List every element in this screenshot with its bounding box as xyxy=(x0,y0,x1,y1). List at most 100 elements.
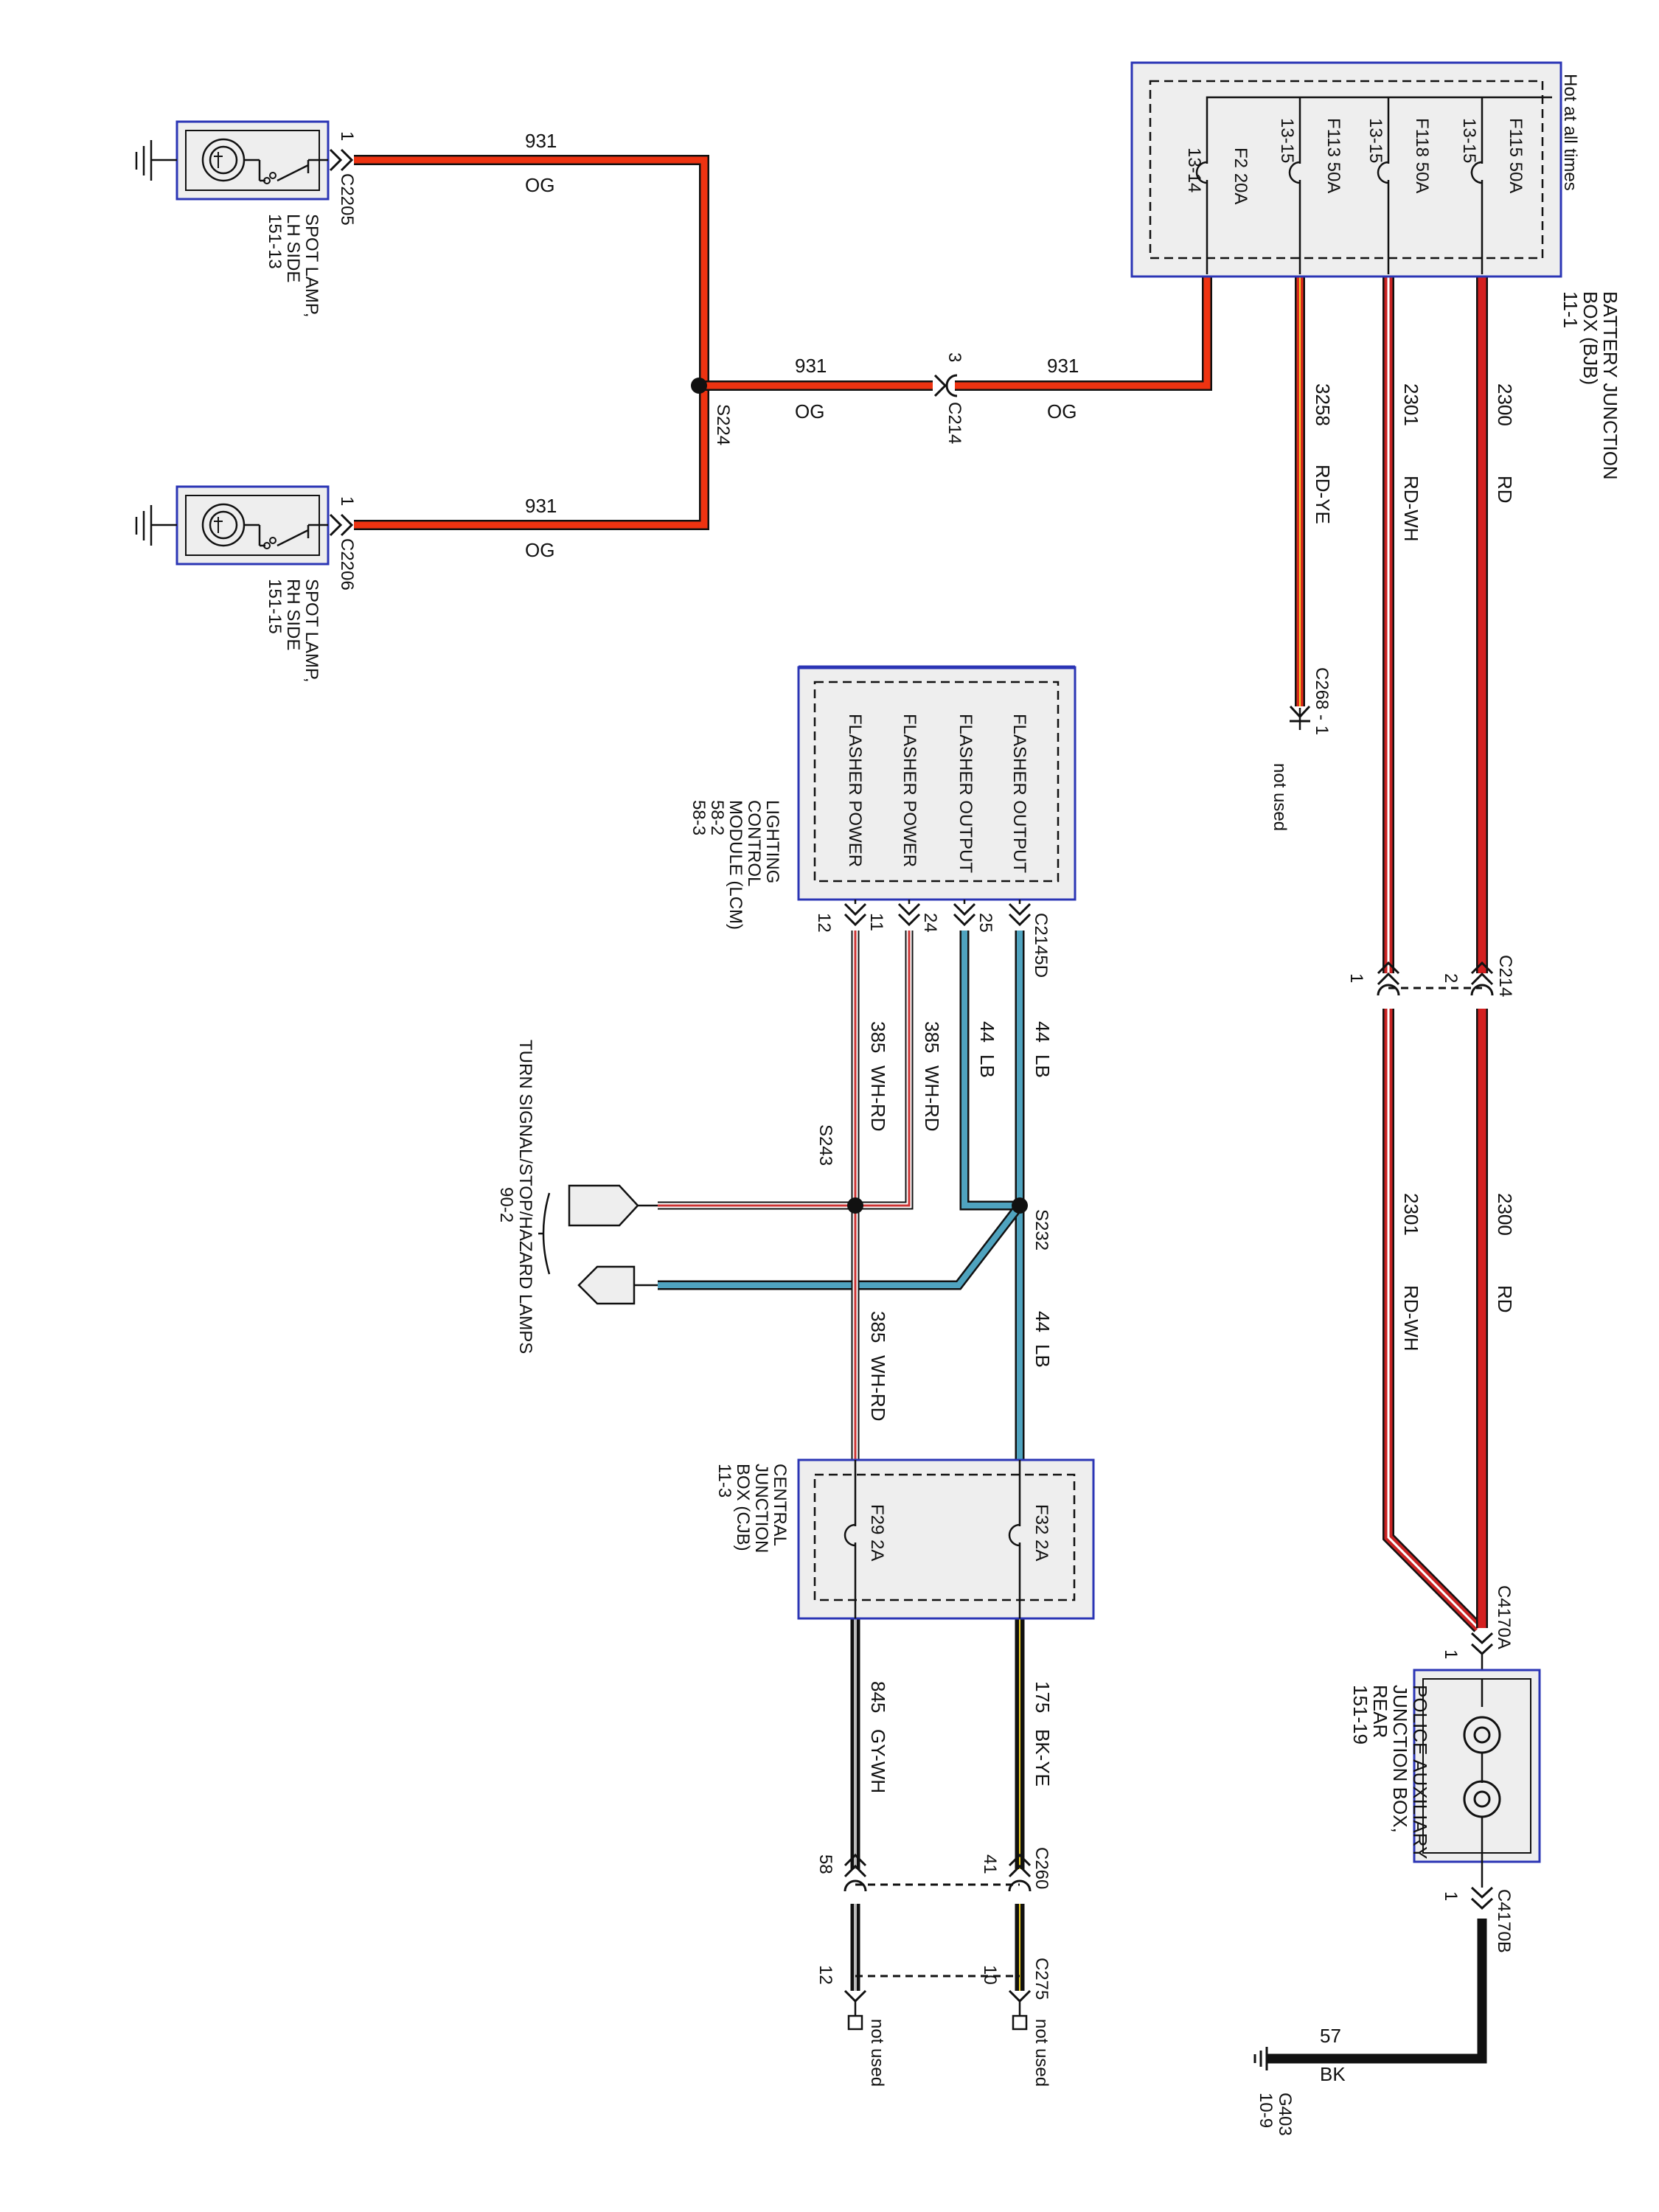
svg-text:REAR: REAR xyxy=(1369,1685,1391,1738)
bjb-fuse-f118-label: F118 50A xyxy=(1412,118,1432,193)
svg-text:BOX (CJB): BOX (CJB) xyxy=(733,1464,753,1551)
splice-s243 xyxy=(847,1197,863,1214)
c268-note: not used xyxy=(1270,763,1290,831)
wire-931-rh xyxy=(354,386,709,530)
svg-text:175: 175 xyxy=(1032,1681,1054,1713)
spot-lamp-lh-label: SPOT LAMP, LH SIDE 151-13 xyxy=(265,214,321,318)
svg-text:LB: LB xyxy=(1032,1054,1054,1078)
svg-text:44: 44 xyxy=(1032,1021,1054,1043)
lcm-pin-func-2: FLASHER OUTPUT xyxy=(956,714,975,873)
svg-text:2301: 2301 xyxy=(1400,1193,1422,1236)
cjb-fuse-f32-label: F32 2A xyxy=(1032,1504,1051,1561)
wire-931-right-color: OG xyxy=(1047,400,1077,422)
lcm-pin-func-3: FLASHER POWER xyxy=(900,714,919,867)
pajb-label: POLICE AUXILIARY JUNCTION BOX, REAR 151-… xyxy=(1349,1685,1431,1860)
wire-44-lower-label: 44 LB xyxy=(1032,1311,1054,1368)
wire-57 xyxy=(1267,1919,1487,2064)
wire-845-label: 845 GY-WH xyxy=(867,1681,889,1793)
police-auxiliary-junction-box xyxy=(1413,1669,1541,1863)
wire-931-left-circuit: 931 xyxy=(795,355,827,377)
wire-931-rh-circuit: 931 xyxy=(525,495,557,517)
svg-text:845: 845 xyxy=(867,1681,889,1713)
svg-text:TURN SIGNAL/STOP/HAZARD LAMPS: TURN SIGNAL/STOP/HAZARD LAMPS xyxy=(515,1040,535,1354)
svg-text:151-15: 151-15 xyxy=(265,579,285,634)
lighting-control-module xyxy=(797,665,1077,901)
bjb-fuse-f113-label: F113 50A xyxy=(1324,118,1343,193)
c268-connector xyxy=(1289,705,1311,730)
svg-text:RD: RD xyxy=(1494,476,1516,504)
c275-pin-12: 12 xyxy=(815,1965,835,1985)
svg-text:BOX (BJB): BOX (BJB) xyxy=(1579,291,1601,385)
svg-text:151-19: 151-19 xyxy=(1349,1685,1371,1745)
c260-label: C260 xyxy=(1032,1847,1051,1889)
turn-lamp-connector-2 xyxy=(577,1265,658,1305)
ground-icon xyxy=(1253,2047,1268,2070)
bjb-fuse-f2 xyxy=(1195,161,1218,184)
bjb-fuse-f115-ref: 13-15 xyxy=(1459,118,1479,163)
wire-3258-label: 3258 RD-YE xyxy=(1312,383,1334,524)
c4170b-pin: 1 xyxy=(1441,1891,1461,1901)
c214-inline-label: C214 xyxy=(945,402,964,444)
cjb-fuse-f29-label: F29 2A xyxy=(867,1504,887,1561)
splice-s243-label: S243 xyxy=(815,1124,835,1166)
bjb-fuse-f2-label: F2 20A xyxy=(1231,147,1251,204)
svg-text:WH-RD: WH-RD xyxy=(921,1065,943,1132)
wire-175-label: 175 BK-YE xyxy=(1032,1681,1054,1787)
c4170b-connector xyxy=(1470,1862,1494,1910)
svg-text:BATTERY JUNCTION: BATTERY JUNCTION xyxy=(1599,291,1621,480)
wire-2301 xyxy=(1382,274,1483,1632)
svg-text:JUNCTION BOX,: JUNCTION BOX, xyxy=(1389,1685,1411,1833)
svg-text:11-3: 11-3 xyxy=(714,1464,734,1498)
svg-text:RD: RD xyxy=(1494,1285,1516,1313)
svg-text:385: 385 xyxy=(867,1021,889,1053)
c2205-pin: 1 xyxy=(337,131,357,141)
wire-44-b-label: 44 LB xyxy=(976,1021,998,1078)
svg-text:2301: 2301 xyxy=(1400,383,1422,426)
ground-circuit: 57 xyxy=(1320,2025,1341,2047)
bjb-fuse-f118-ref: 13-15 xyxy=(1366,118,1385,163)
c214-lower-pin-2: 2 xyxy=(1441,973,1461,983)
c2145d-pin-12: 12 xyxy=(814,913,834,933)
lcm-label: LIGHTING CONTROL MODULE (LCM) 58-2 58-3 xyxy=(689,800,782,930)
splice-s224 xyxy=(691,378,707,394)
c2206-pin: 1 xyxy=(337,496,357,506)
c2206-label: C2206 xyxy=(337,538,357,591)
bjb-label: BATTERY JUNCTION BOX (BJB) 11-1 xyxy=(1559,291,1621,480)
svg-text:JUNCTION: JUNCTION xyxy=(751,1464,771,1553)
svg-text:10-9: 10-9 xyxy=(1256,2093,1276,2128)
wire-931-lh-color: OG xyxy=(525,174,554,196)
bjb-fuse-f2-ref: 13-14 xyxy=(1184,147,1204,192)
wire-2301-lower-label: 2301 RD-WH xyxy=(1400,1193,1422,1352)
svg-text:LIGHTING: LIGHTING xyxy=(762,800,782,883)
c2145d-pin-25: 25 xyxy=(975,913,995,933)
lcm-pin-func-1: FLASHER OUTPUT xyxy=(1009,714,1029,873)
svg-text:RD-YE: RD-YE xyxy=(1312,465,1334,524)
c4170a-pin: 1 xyxy=(1441,1649,1461,1659)
splice-s232-label: S232 xyxy=(1032,1209,1051,1251)
svg-text:385: 385 xyxy=(921,1021,943,1053)
wire-931-left-color: OG xyxy=(795,400,824,422)
c275-label: C275 xyxy=(1032,1958,1051,2000)
svg-text:WH-RD: WH-RD xyxy=(867,1065,889,1132)
svg-text:SPOT LAMP,: SPOT LAMP, xyxy=(302,579,321,683)
c214-inline-pin: 3 xyxy=(945,352,964,362)
wire-2300-label: 2300 RD xyxy=(1494,383,1516,504)
bjb-fuse-f113-ref: 13-15 xyxy=(1277,118,1297,163)
c214-lower-connector xyxy=(1377,961,1494,996)
bjb-fuse-f115 xyxy=(1470,161,1493,184)
wire-385-a-label: 385 WH-RD xyxy=(921,1021,943,1132)
svg-text:WH-RD: WH-RD xyxy=(867,1355,889,1422)
bjb-fuse-f113 xyxy=(1288,161,1311,184)
c260-pin-41: 41 xyxy=(980,1854,1000,1874)
wire-931-lh-circuit: 931 xyxy=(525,130,557,152)
svg-text:SPOT LAMP,: SPOT LAMP, xyxy=(302,214,321,318)
turn-lamps-label: TURN SIGNAL/STOP/HAZARD LAMPS 90-2 xyxy=(496,1040,535,1354)
central-junction-box xyxy=(797,1458,1095,1620)
spot-lamp-lh xyxy=(135,120,330,201)
c4170a-label: C4170A xyxy=(1494,1585,1514,1649)
bjb-hot-label: Hot at all times xyxy=(1560,74,1580,191)
wire-385 xyxy=(658,931,914,1460)
ground-color: BK xyxy=(1320,2063,1346,2085)
svg-text:CONTROL: CONTROL xyxy=(744,800,764,886)
wire-44 xyxy=(658,931,1025,1460)
